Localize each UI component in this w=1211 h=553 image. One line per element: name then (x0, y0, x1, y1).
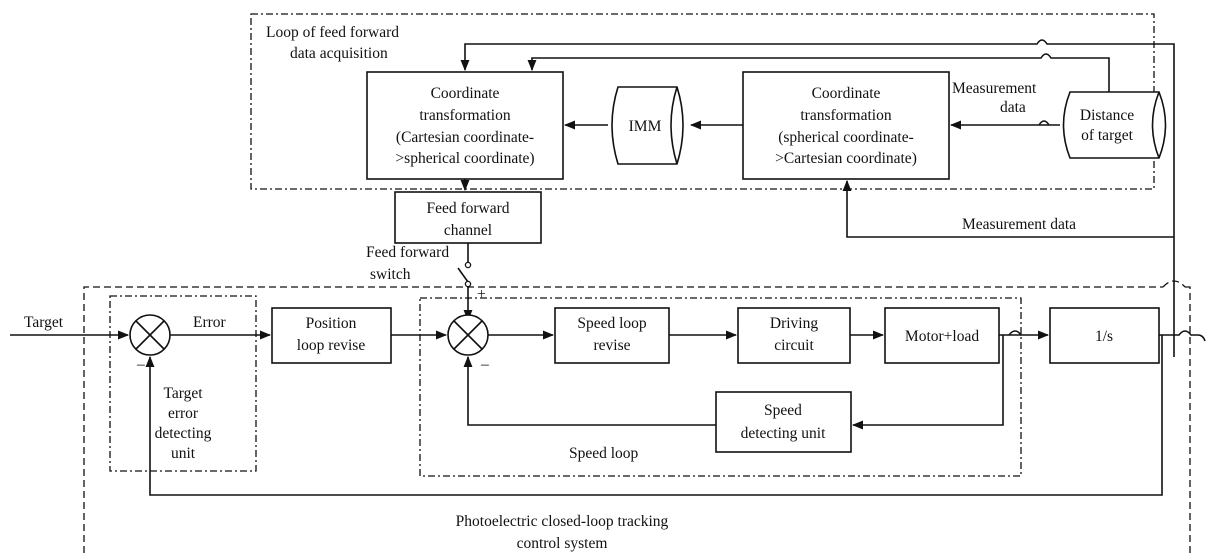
coord-cart-to-sph-box (366, 71, 564, 180)
measurement-data-arrow (842, 179, 1174, 238)
position-loop-line1: Position (306, 315, 357, 332)
driving-circuit-line1: Driving (770, 315, 818, 332)
distance-target-line2: of target (1081, 127, 1133, 144)
feedforward-channel-box (394, 191, 542, 244)
motor-load-box (884, 307, 1000, 364)
coord-cart-to-sph-line2: transformation (419, 107, 511, 124)
coord-cart-to-sph-line1: Coordinate (431, 85, 500, 102)
coord-sph-to-cart-line3: (spherical coordinate- (778, 129, 914, 146)
control-system-region (83, 286, 1191, 553)
imm-label: IMM (629, 118, 662, 135)
switch-top-contact (464, 261, 472, 269)
motor-load-label: Motor+load (905, 328, 979, 345)
feedforward-loop-title-line2: data acquisition (290, 45, 388, 62)
speed-detecting-line2: detecting unit (741, 425, 826, 442)
target-error-unit-region (109, 295, 257, 472)
measurement-data-top-line2: data (1000, 99, 1026, 116)
measurement-data-top-line1: Measurement (952, 80, 1037, 97)
speed-loop-boundary-hop (1008, 330, 1022, 336)
speed-detecting-box (715, 391, 852, 453)
distance-feedback-line (527, 53, 1110, 92)
target-label: Target (24, 314, 64, 331)
position-feedback-arrow (145, 335, 1163, 496)
integrator-output-line (1159, 330, 1206, 342)
feedforward-channel-line2: channel (444, 222, 492, 239)
target-error-unit-line2: error (168, 405, 199, 422)
feedforward-switch-line1: Feed forward (366, 244, 449, 261)
target-error-unit-line4: unit (171, 445, 196, 462)
integrator-box (1049, 307, 1160, 364)
speed-feedback-arrow (463, 355, 716, 426)
speed-detecting-line1: Speed (764, 402, 802, 419)
speed-loop-label: Speed loop (569, 445, 639, 462)
error-label: Error (193, 314, 227, 331)
coord-cart-to-sph-line3: (Cartesian coordinate- (396, 129, 534, 146)
switch-blade (457, 267, 469, 283)
distance-target-line1: Distance (1080, 107, 1134, 124)
coord-sph-to-cart-line1: Coordinate (812, 85, 881, 102)
feedforward-switch-line2: switch (370, 266, 411, 283)
switch-bottom-contact (464, 280, 472, 288)
feedforward-loop-title-line1: Loop of feed forward (266, 24, 399, 41)
integrator-output-top-line (460, 39, 1175, 357)
driving-circuit-line2: circuit (774, 337, 814, 354)
target-error-unit-line3: detecting (155, 425, 212, 442)
system-label-line1: Photoelectric closed-loop tracking (456, 513, 669, 530)
hop-measurement-line (1038, 120, 1050, 126)
target-error-unit-line1: Target (163, 385, 203, 402)
measurement-data-label: Measurement data (962, 216, 1076, 233)
coord-sph-to-cart-line4: >Cartesian coordinate) (775, 150, 917, 167)
speed-loop-region (419, 297, 1022, 477)
speed-loop-revise-line2: revise (593, 337, 630, 354)
distance-target-cylinder (1062, 91, 1167, 159)
coord-cart-to-sph-line4: >spherical coordinate) (395, 150, 534, 167)
minus-sign-1: – (136, 356, 145, 373)
speed-loop-revise-line1: Speed loop (577, 315, 647, 332)
coord-sph-to-cart-box (742, 71, 950, 180)
system-label-line2: control system (517, 535, 608, 552)
integrator-label: 1/s (1095, 328, 1113, 345)
feedforward-channel-line1: Feed forward (426, 200, 509, 217)
position-loop-line2: loop revise (297, 337, 366, 354)
motor-to-speed-detect-arrow (851, 335, 1004, 430)
minus-sign-2: – (480, 356, 489, 373)
plus-sign: + (477, 286, 486, 303)
coord-sph-to-cart-line2: transformation (800, 107, 892, 124)
